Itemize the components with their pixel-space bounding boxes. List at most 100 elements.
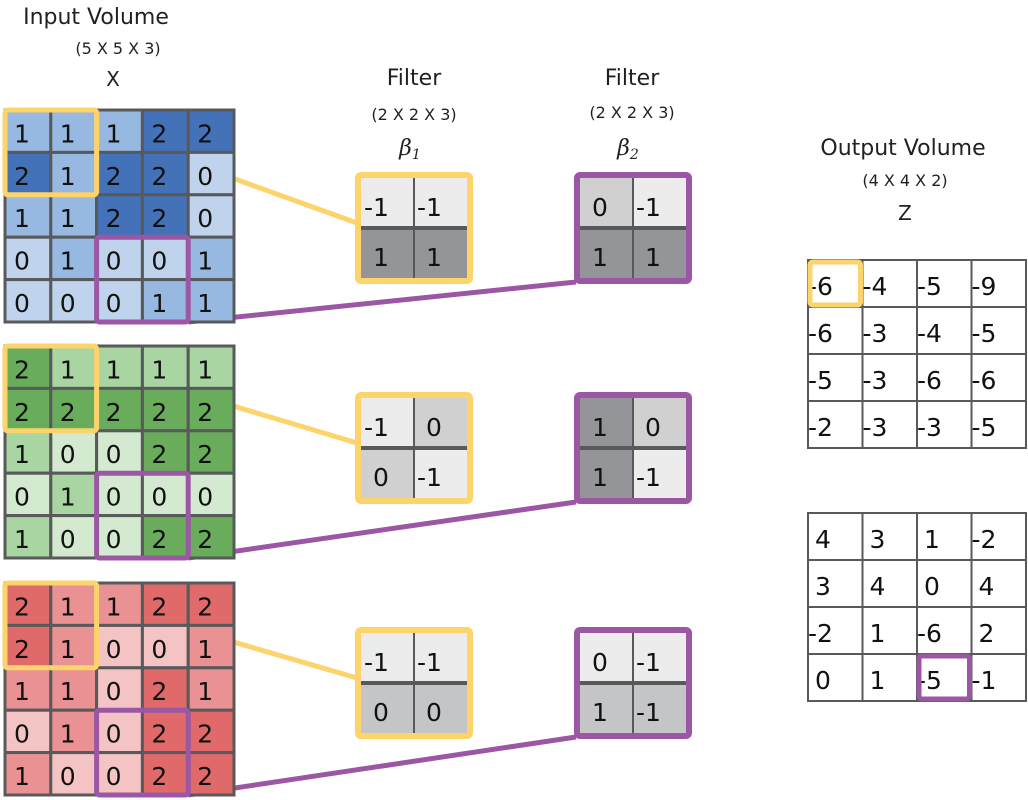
input-cell-value: 2 [151, 720, 167, 749]
filter-cell-value: 1 [592, 463, 608, 492]
receptive-field-filter2 [94, 707, 191, 798]
input-cell-value: 1 [60, 355, 76, 384]
filter-cell [580, 398, 633, 448]
input-cell-value: 0 [197, 204, 213, 233]
output-cell-value: -6 [808, 319, 833, 348]
input-cell-value: 1 [197, 355, 213, 384]
input-cell-value: 0 [60, 762, 76, 791]
filter-cell-value: 0 [592, 193, 608, 222]
filter-cell-value: 0 [592, 648, 608, 677]
input-cell [140, 623, 190, 670]
output-cell-value: -2 [808, 413, 833, 442]
input-cell-value: 0 [106, 247, 122, 276]
input-cell-value: 1 [60, 119, 76, 148]
filter2-channel-3: 0-11-1 [574, 627, 692, 739]
input-cell-value: 0 [197, 162, 213, 191]
input-cell-value: 0 [106, 635, 122, 664]
filter-border [355, 172, 473, 284]
filter-cell [361, 633, 414, 683]
output-cell [970, 306, 1027, 355]
filter1-title: Filter [387, 66, 442, 91]
output-cell-value: 4 [870, 572, 886, 601]
filter2-symbol: β2 [616, 136, 639, 163]
input-cell-value: 0 [106, 525, 122, 554]
input-cell-value: 0 [106, 289, 122, 318]
input-cell-value: 1 [60, 677, 76, 706]
input-cell [186, 514, 236, 560]
filter-cell [414, 178, 467, 228]
input-cell-value: 1 [14, 677, 30, 706]
input-cell-value: 1 [14, 440, 30, 469]
input-cell-value: 1 [197, 635, 213, 664]
input-cell [186, 235, 236, 282]
input-cell-value: 2 [106, 204, 122, 233]
output-volume-title: Output Volume [820, 136, 985, 161]
output-cell [970, 353, 1027, 402]
filter-cell [580, 683, 633, 733]
filter-cell-value: -1 [636, 698, 661, 727]
output-cell-value: 0 [924, 572, 940, 601]
input-cell [140, 193, 190, 239]
filter-cell [361, 398, 414, 448]
input-cell [186, 623, 236, 670]
output-cell [970, 606, 1027, 655]
filter-cell-value: 1 [645, 243, 661, 272]
input-cell-value: 0 [14, 289, 30, 318]
input-cell-value: 2 [197, 440, 213, 469]
input-cell-value: 2 [151, 762, 167, 791]
output-cell-value: 4 [815, 525, 831, 554]
filter-cell-value: 0 [426, 413, 442, 442]
output-cell-value: -3 [863, 366, 888, 395]
input-cell-value: 0 [14, 483, 30, 512]
input-cell [186, 193, 236, 239]
input-cell-value: 1 [60, 635, 76, 664]
output-cell-value: 3 [815, 572, 831, 601]
filter-cell [580, 448, 633, 498]
input-cell-value: 1 [60, 204, 76, 233]
input-cell-value: 2 [14, 635, 30, 664]
output-cell-value: -9 [972, 272, 997, 301]
input-cell [186, 666, 236, 712]
input-cell [140, 471, 190, 518]
input-cell-value: 1 [197, 247, 213, 276]
filter-cell-value: -1 [364, 648, 389, 677]
input-cell-value: 1 [60, 720, 76, 749]
output-cell-value: -4 [863, 272, 888, 301]
input-cell-value: 2 [197, 592, 213, 621]
output-cell-value: -2 [972, 525, 997, 554]
filter-cell-value: 0 [645, 413, 661, 442]
input-cell-value: 0 [151, 635, 167, 664]
filter-border [574, 627, 692, 739]
output-cell [861, 512, 918, 561]
filter-cell-value: -1 [636, 463, 661, 492]
input-cell-value: 2 [106, 162, 122, 191]
input-cell-value: 0 [60, 289, 76, 318]
input-cell-value: 2 [14, 355, 30, 384]
input-cell [95, 514, 144, 560]
filter-cell-value: -1 [636, 193, 661, 222]
input-cell-value: 2 [151, 440, 167, 469]
filter-cell [580, 633, 633, 683]
input-cell-value: 0 [106, 440, 122, 469]
input-cell [140, 235, 190, 282]
input-cell [140, 581, 190, 627]
input-cell [49, 751, 99, 797]
input-cell-value: 1 [106, 119, 122, 148]
input-cell-value: 2 [14, 398, 30, 427]
input-cell-value: 1 [106, 355, 122, 384]
output-cell-value: -5 [972, 319, 997, 348]
connector-line-filter2 [187, 499, 577, 561]
input-cell [49, 235, 99, 282]
output-cell [861, 653, 918, 702]
filter-cell-value: 1 [373, 243, 389, 272]
input-cell [186, 278, 236, 324]
output-highlight-filter1 [807, 259, 863, 308]
output-cell [807, 606, 864, 655]
input-cell-value: 1 [60, 162, 76, 191]
filter-cell [580, 228, 633, 278]
filter-cell-value: 1 [426, 243, 442, 272]
